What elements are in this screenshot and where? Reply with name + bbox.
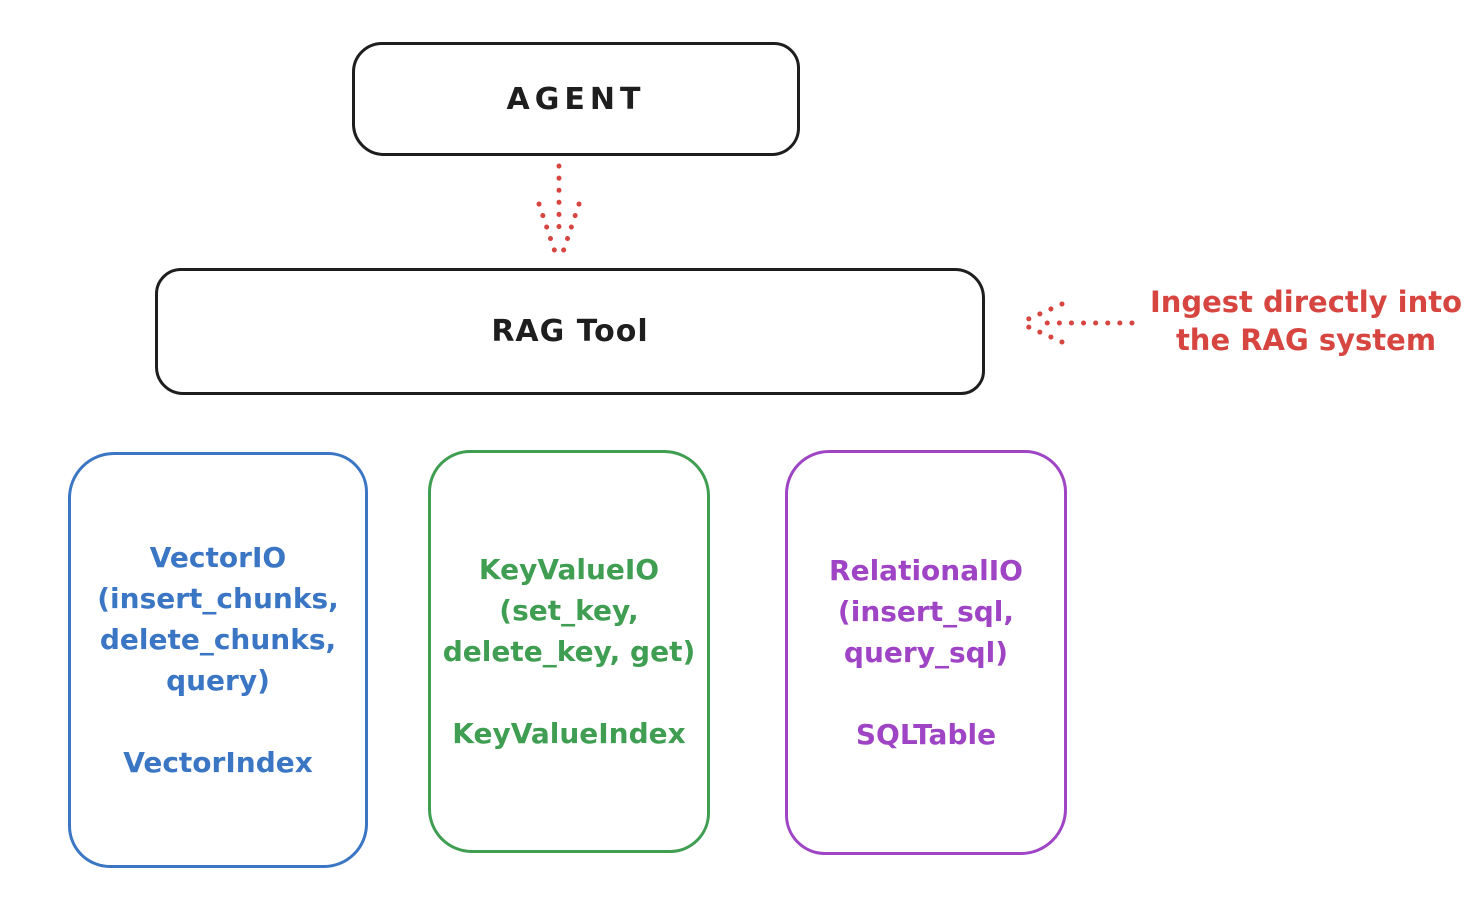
vector-io-line1: VectorIO	[149, 541, 287, 574]
sql-table-label: SQLTable	[855, 718, 997, 751]
keyvalue-io-line3: delete_key, get)	[442, 635, 696, 668]
relational-io-line2: (insert_sql,	[837, 595, 1015, 628]
vector-io-line4: query)	[166, 664, 270, 697]
ingest-annotation-line2: the RAG system	[1175, 323, 1437, 357]
relational-io-line1: RelationalIO	[829, 554, 1023, 587]
dotted-arrow-down-icon	[536, 163, 582, 261]
dotted-arrow-left-icon	[1021, 301, 1135, 345]
agent-node: AGENT	[352, 42, 800, 156]
keyvalue-io-signature: KeyValueIO (set_key, delete_key, get)	[443, 549, 696, 672]
keyvalue-io-line1: KeyValueIO	[478, 553, 660, 586]
keyvalue-index-label: KeyValueIndex	[452, 717, 686, 750]
keyvalue-io-line2: (set_key,	[499, 594, 639, 627]
relational-io-signature: RelationalIO (insert_sql, query_sql)	[829, 550, 1023, 673]
vector-io-line2: (insert_chunks,	[97, 582, 339, 615]
rag-tool-node: RAG Tool	[155, 268, 985, 395]
vector-io-node: VectorIO (insert_chunks, delete_chunks, …	[68, 452, 368, 868]
vector-index-label: VectorIndex	[123, 746, 313, 779]
vector-io-signature: VectorIO (insert_chunks, delete_chunks, …	[97, 537, 339, 701]
relational-io-node: RelationalIO (insert_sql, query_sql) SQL…	[785, 450, 1067, 855]
keyvalue-io-node: KeyValueIO (set_key, delete_key, get) Ke…	[428, 450, 710, 853]
agent-node-label: AGENT	[506, 81, 646, 117]
ingest-annotation-line1: Ingest directly into	[1149, 285, 1463, 319]
rag-tool-node-label: RAG Tool	[491, 314, 649, 349]
relational-io-line3: query_sql)	[843, 636, 1009, 669]
ingest-annotation: Ingest directly into the RAG system	[1138, 283, 1474, 359]
vector-io-line3: delete_chunks,	[99, 623, 337, 656]
